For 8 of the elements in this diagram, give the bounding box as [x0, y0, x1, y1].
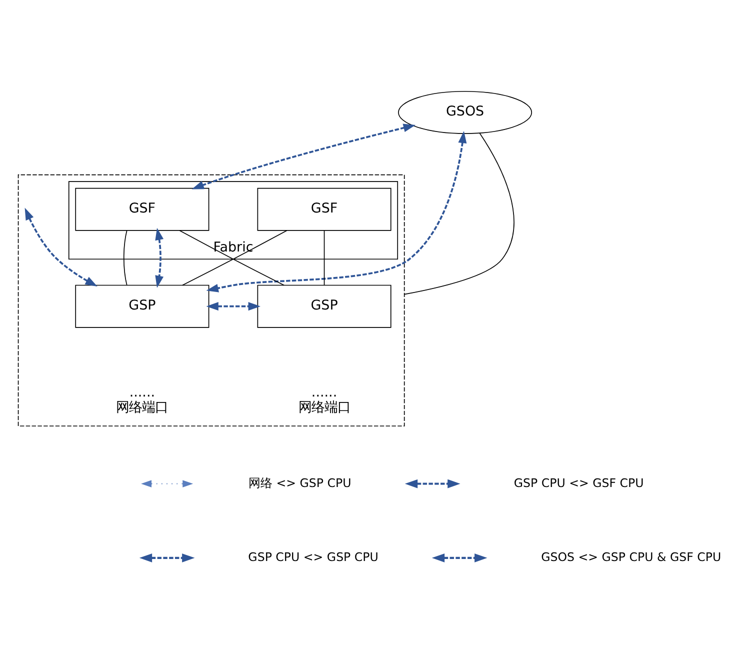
- node-label: ......: [129, 384, 156, 400]
- node-label: 网络端口: [116, 399, 168, 416]
- legend-label: 网络 <> GSP CPU: [248, 475, 352, 490]
- legend-label: GSP CPU <> GSP CPU: [248, 550, 378, 564]
- legend-label: GSP CPU <> GSF CPU: [514, 475, 644, 490]
- node-label: 网络端口: [298, 399, 350, 416]
- node-label: ......: [311, 384, 338, 400]
- legend-label: GSOS <> GSP CPU & GSF CPU: [541, 550, 722, 564]
